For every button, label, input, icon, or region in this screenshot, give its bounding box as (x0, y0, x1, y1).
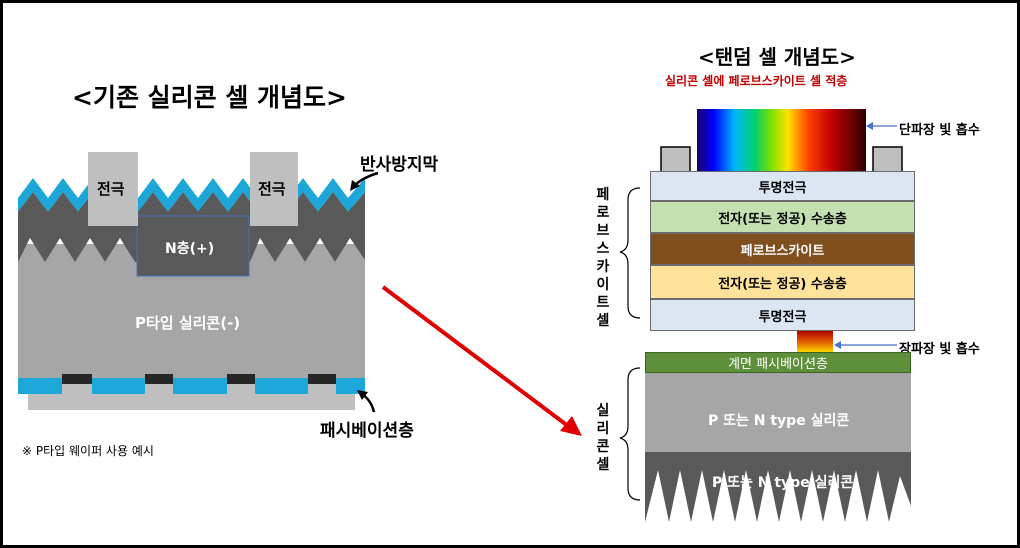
layer-tco-bottom: 투명전극 (650, 299, 915, 331)
layer-transport-top: 전자(또는 정공) 수송층 (650, 201, 915, 233)
transition-arrow-line (381, 285, 570, 428)
wafer-note: ※ P타입 웨이퍼 사용 예시 (22, 444, 154, 458)
short-wave-light (697, 109, 866, 173)
rear-contact-2 (145, 374, 173, 384)
silicon-cell-label: 실리콘셀 (596, 403, 610, 473)
front-electrode-left (88, 152, 138, 226)
rear-contact-cut-1 (62, 384, 92, 394)
short-wave-label: 단파장 빛 흡수 (899, 123, 980, 138)
rear-contact-cut-3 (227, 384, 255, 394)
long-wave-label: 장파장 빛 흡수 (899, 342, 980, 357)
long-wave-light (797, 331, 833, 353)
rear-contact-3 (227, 374, 255, 384)
n-layer-box (136, 215, 250, 277)
transition-arrow-head (560, 416, 582, 436)
rear-contact-1 (62, 374, 92, 384)
silicon-label-2: P 또는 N type 실리콘 (712, 475, 854, 491)
perovskite-bracket (619, 187, 641, 319)
left-title: <기존 실리콘 셀 개념도> (72, 83, 348, 112)
top-electrode-right (872, 146, 903, 173)
p-type-label: P타입 실리콘(-) (135, 314, 241, 332)
layer-perovskite: 페로브스카이트 (650, 233, 915, 265)
rear-electrode (28, 394, 355, 410)
rear-contact-cut-2 (145, 384, 173, 394)
electrode-label-right: 전극 (258, 180, 286, 198)
passivation-label: 패시베이션층 (320, 421, 414, 441)
rear-contact-4 (308, 374, 336, 384)
electrode-label-left: 전극 (97, 180, 125, 198)
top-electrode-left (660, 146, 691, 173)
right-subtitle: 실리콘 셀에 페로브스카이트 셀 적층 (665, 74, 848, 88)
rear-contact-cut-4 (308, 384, 336, 394)
layer-transport-bottom: 전자(또는 정공) 수송층 (650, 265, 915, 299)
silicon-label-1: P 또는 N type 실리콘 (708, 413, 850, 429)
perovskite-cell-label: 페로브스카이트셀 (596, 187, 610, 329)
right-title: <탠덤 셀 개념도> (698, 45, 856, 69)
layer-tco-top: 투명전극 (650, 171, 915, 201)
n-layer-label: N층(+) (165, 241, 215, 257)
silicon-texture (645, 452, 911, 522)
p-type-silicon-body (18, 244, 365, 378)
rear-passivation-layer (18, 378, 365, 394)
ar-coating-label: 반사방지막 (360, 155, 439, 175)
layer-interface-passivation: 계면 패시베이션층 (645, 352, 911, 373)
silicon-bracket (619, 367, 641, 501)
silicon-cell-body (645, 372, 911, 452)
front-electrode-right (250, 152, 298, 226)
